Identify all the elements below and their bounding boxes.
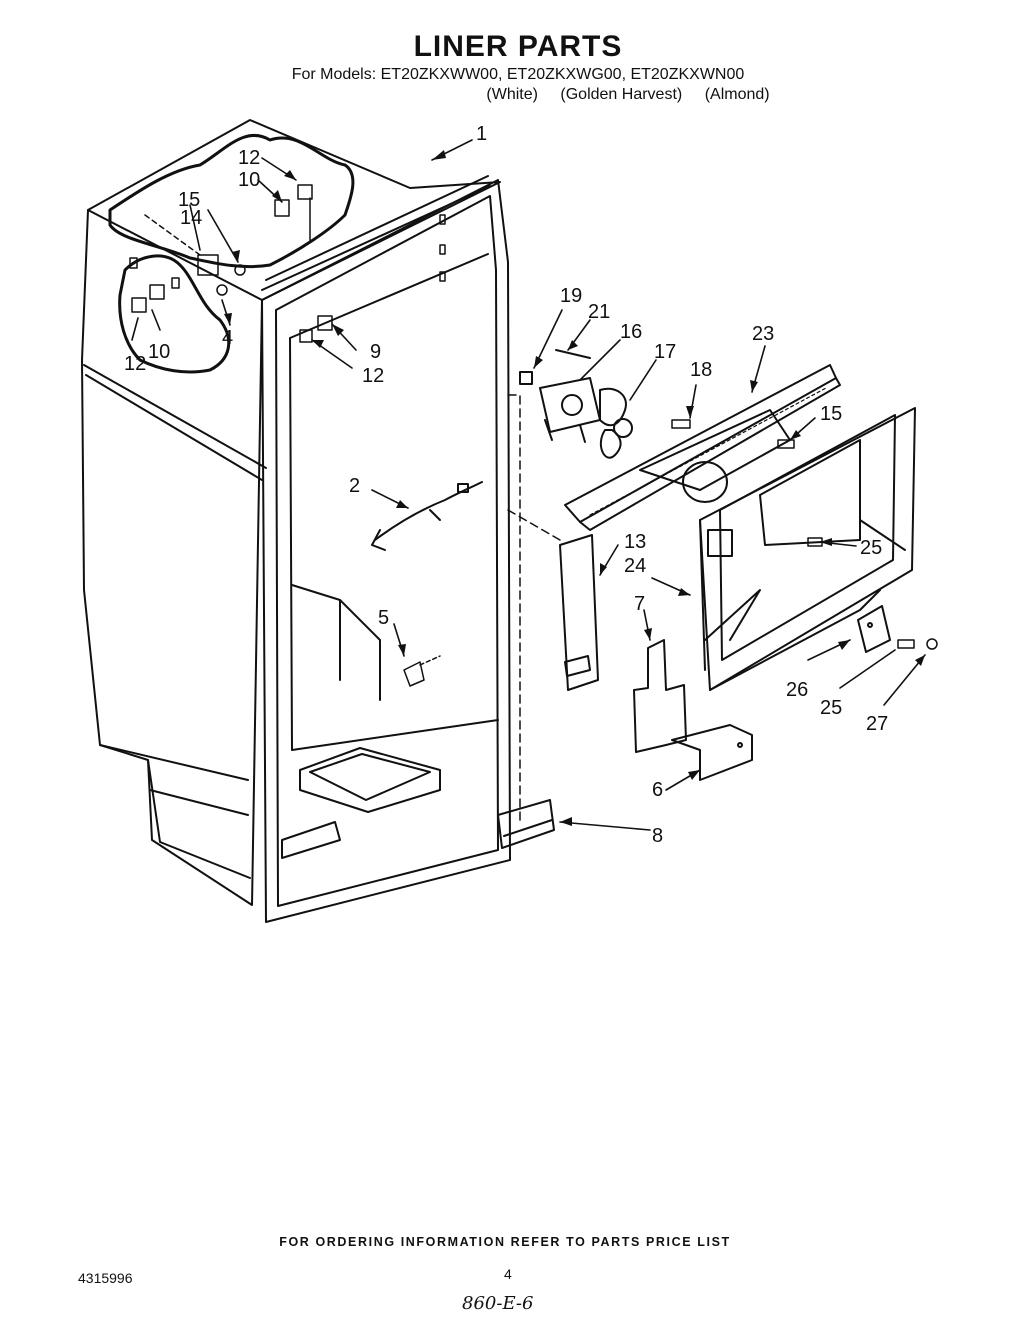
callout-14: 14 [180,207,202,229]
callout-27: 27 [866,713,888,735]
leader-arrows [131,139,926,831]
callout-9: 9 [370,341,381,363]
callout-19: 19 [560,285,582,307]
rear-panel-24 [699,407,916,691]
duct-vents [589,387,827,516]
screw-25-b [897,639,915,649]
side-holes [129,214,446,289]
callout-12-left: 12 [124,353,146,375]
upper-brackets [131,184,313,313]
callout-18: 18 [690,359,712,381]
callout-26: 26 [786,679,808,701]
callout-numbers: 1 12 10 15 14 4 12 10 9 12 2 5 19 21 16 … [124,123,888,847]
callout-21: 21 [588,301,610,323]
cabinet-outline [81,119,501,906]
fan-motor-16 [519,349,601,443]
color-white: (White) [486,86,538,103]
callout-25-bottom: 25 [820,697,842,719]
ordering-note: FOR ORDERING INFORMATION REFER TO PARTS … [279,1235,731,1249]
color-golden-harvest: (Golden Harvest) [560,86,683,103]
callout-12-liner: 12 [362,365,384,387]
bracket-6 [671,724,753,781]
strip-8 [497,799,555,849]
callout-6: 6 [652,779,663,801]
callout-24: 24 [624,555,646,577]
document-number: 4315996 [78,1270,133,1286]
callout-1: 1 [476,123,487,145]
wire-harness-2 [371,481,483,551]
callout-15-top: 15 [178,189,200,211]
callout-13: 13 [624,531,646,553]
color-almond: (Almond) [704,86,770,103]
callout-8: 8 [652,825,663,847]
callout-16: 16 [620,321,642,343]
callout-10-left: 10 [148,341,170,363]
callout-7: 7 [634,593,645,615]
callout-25-panel: 25 [860,537,882,559]
arrow-heads [224,150,925,826]
screw-18 [671,419,691,429]
callout-12-top: 12 [238,147,260,169]
clip-27 [926,638,938,650]
page-number: 4 [504,1266,512,1282]
model-list: For Models: ET20ZKXWW00, ET20ZKXWG00, ET… [291,66,745,83]
color-variants: (White) (Golden Harvest) (Almond) [110,86,1036,104]
liner-front-frame [261,175,511,923]
plate-13 [559,534,599,691]
handwritten-code: 860-E-6 [462,1293,534,1314]
clip-9 [299,315,333,343]
assembly-leaders [507,394,561,821]
callout-2: 2 [349,475,360,497]
callout-15-right: 15 [820,403,842,425]
bracket-26 [857,605,891,653]
page-title: LINER PARTS [413,30,623,63]
callout-23: 23 [752,323,774,345]
callout-17: 17 [654,341,676,363]
cutaway-upper [108,133,355,374]
baffle-7 [633,639,687,753]
air-duct-23 [564,364,841,531]
fan-blade-17 [599,387,633,459]
callout-4: 4 [222,327,233,349]
callout-10-top: 10 [238,169,260,191]
liner-parts-diagram: 1 12 10 15 14 4 12 10 9 12 2 5 19 21 16 … [81,119,938,923]
knob-5 [403,655,441,687]
callout-5: 5 [378,607,389,629]
screw-15 [777,439,795,449]
